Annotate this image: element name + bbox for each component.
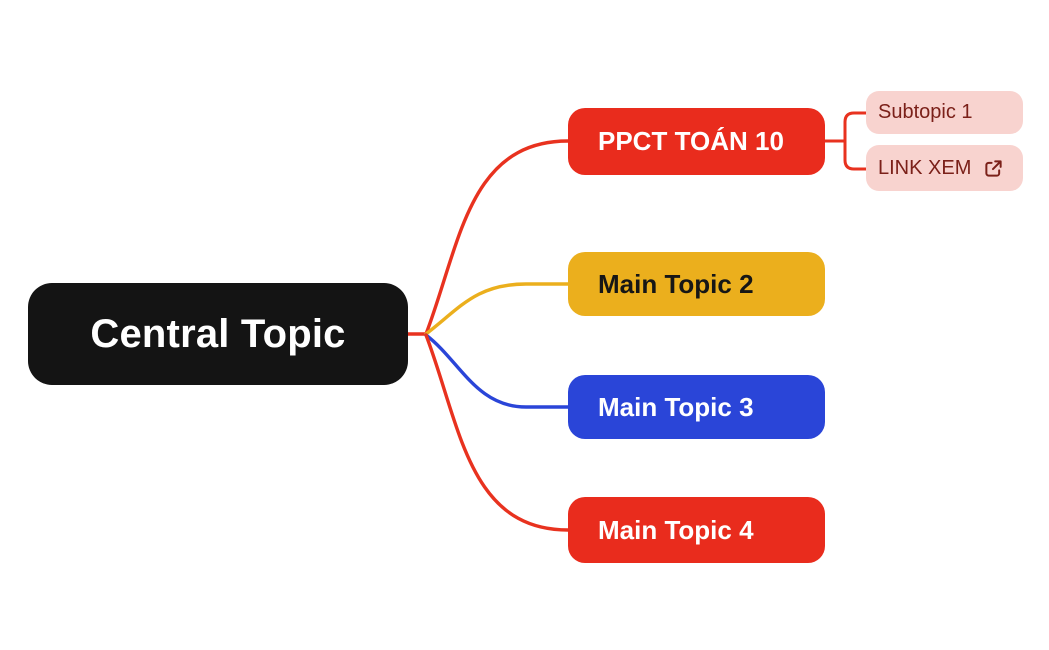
main-topic-1-label: PPCT TOÁN 10 — [598, 126, 784, 156]
connector-central-to-topic4 — [424, 333, 570, 532]
connector-central-to-topic2 — [424, 282, 570, 336]
subtopic-1-label: Subtopic 1 — [878, 101, 973, 123]
main-topic-3-label: Main Topic 3 — [598, 391, 754, 422]
main-topic-1-node[interactable]: PPCT TOÁN 10 — [568, 108, 825, 175]
connector-central-to-topic3 — [424, 333, 570, 409]
main-topic-4-node[interactable]: Main Topic 4 — [568, 497, 825, 563]
main-topic-3-node[interactable]: Main Topic 3 — [568, 375, 825, 439]
main-topic-4-label: Main Topic 4 — [598, 514, 754, 545]
external-link-icon[interactable] — [983, 158, 1004, 179]
connector-topic1-to-subtopics — [843, 111, 868, 171]
main-topic-2-node[interactable]: Main Topic 2 — [568, 252, 825, 316]
link-xem-node[interactable]: LINK XEM — [866, 145, 1023, 191]
central-topic-node[interactable]: Central Topic — [28, 283, 408, 385]
connector-central-to-topic1 — [424, 139, 570, 336]
subtopic-1-node[interactable]: Subtopic 1 — [866, 91, 1023, 134]
main-topic-2-label: Main Topic 2 — [598, 268, 754, 299]
central-topic-label: Central Topic — [90, 311, 346, 356]
link-xem-label: LINK XEM — [878, 156, 972, 179]
